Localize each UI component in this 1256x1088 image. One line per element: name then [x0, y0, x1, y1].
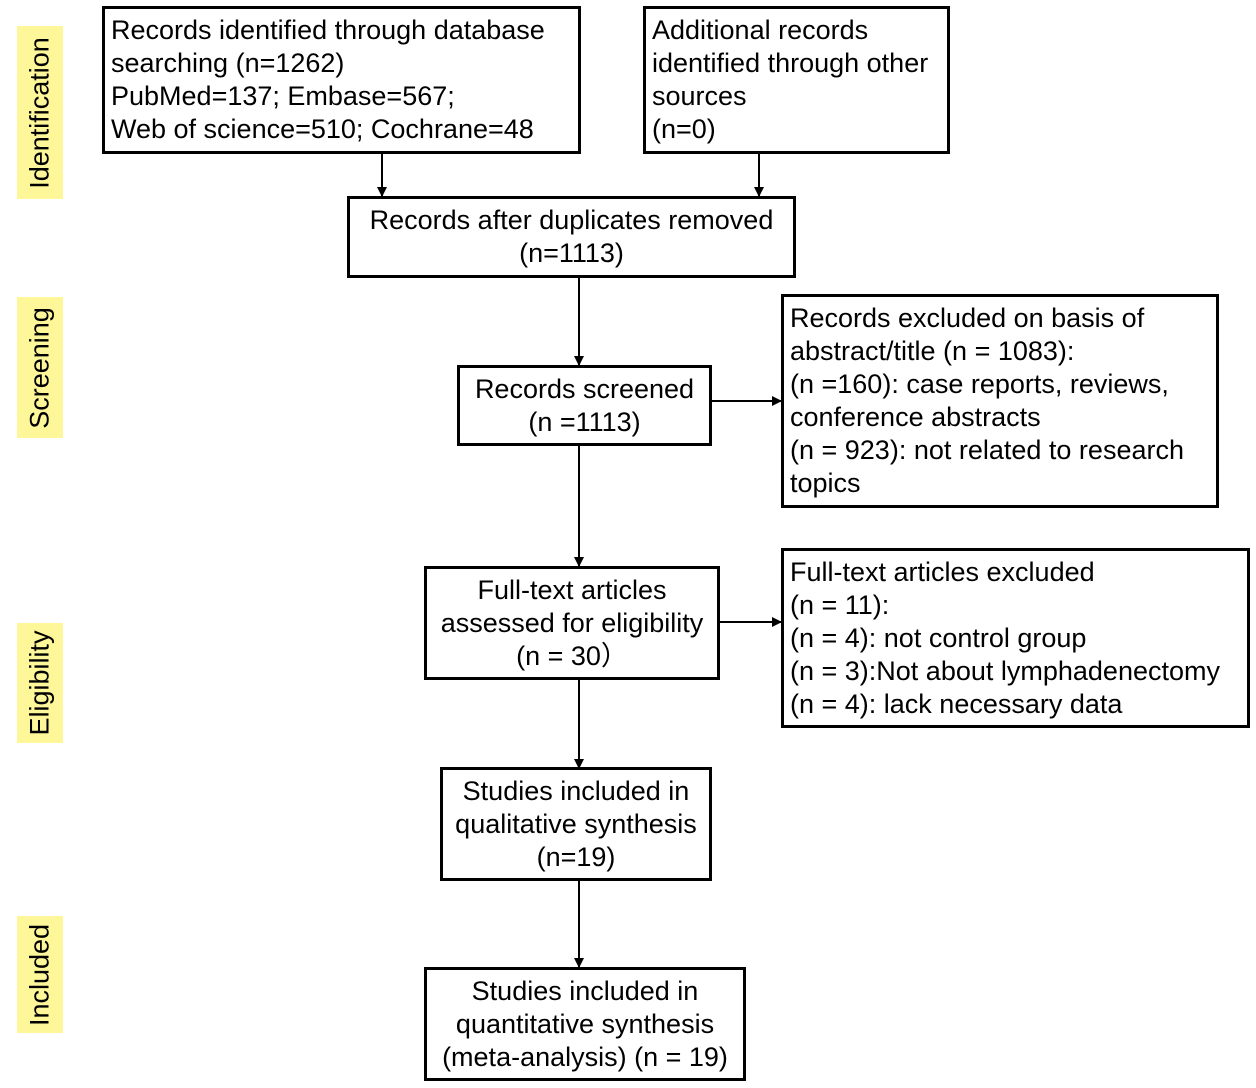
- box-database-records: Records identified through database sear…: [102, 6, 581, 154]
- box-fulltext-excluded: Full-text articles excluded (n = 11): (n…: [781, 548, 1250, 728]
- stage-eligibility: Eligibility: [17, 623, 63, 743]
- box-other-sources: Additional records identified through ot…: [643, 6, 950, 154]
- box-duplicates-removed: Records after duplicates removed (n=1113…: [347, 196, 796, 278]
- box-records-excluded: Records excluded on basis of abstract/ti…: [781, 294, 1219, 508]
- stage-identification: Identification: [17, 26, 63, 199]
- stage-screening: Screening: [17, 297, 63, 438]
- box-quantitative-synthesis: Studies included in quantitative synthes…: [424, 967, 746, 1081]
- box-qualitative-synthesis: Studies included in qualitative synthesi…: [440, 767, 712, 881]
- box-records-screened: Records screened (n =1113): [457, 365, 712, 446]
- stage-included: Included: [17, 916, 63, 1033]
- box-fulltext-assessed: Full-text articles assessed for eligibil…: [424, 566, 720, 680]
